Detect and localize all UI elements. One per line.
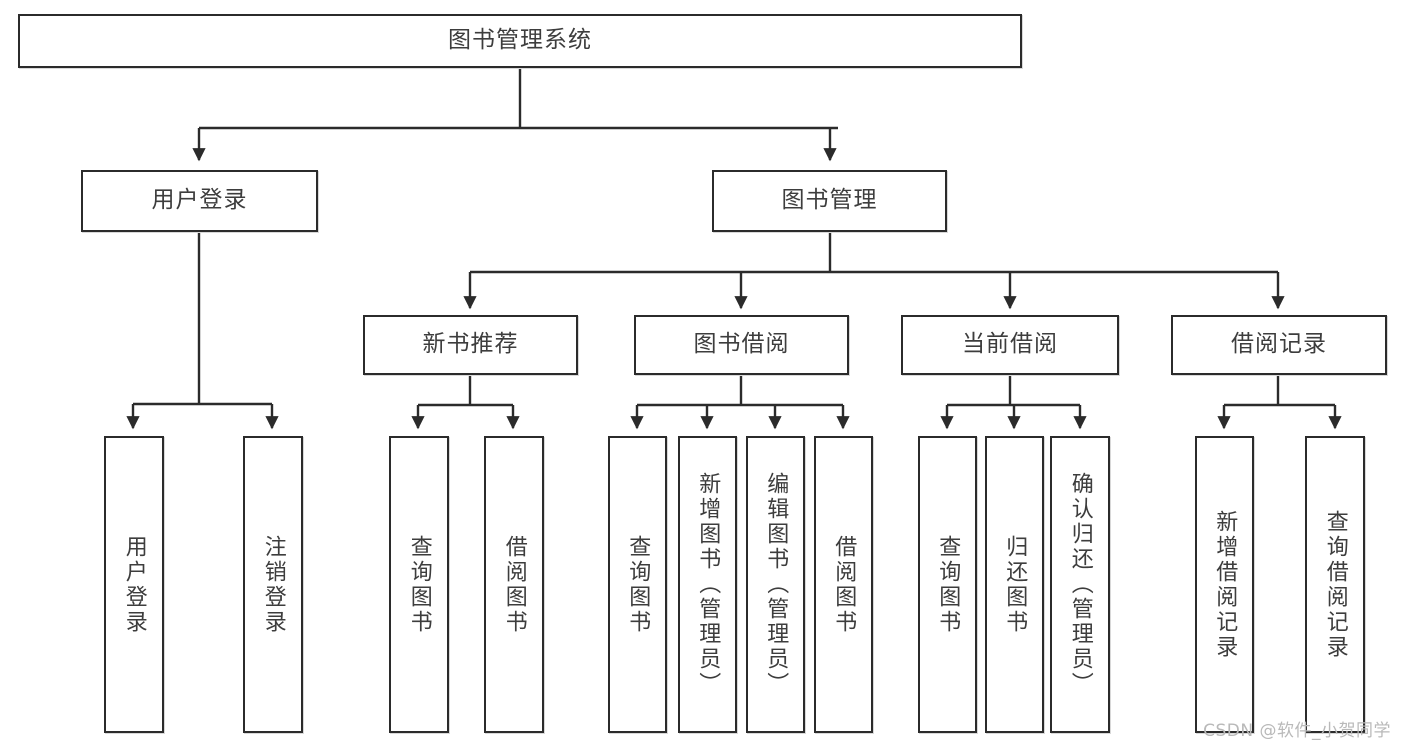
node-leaf-query-record-label: 查询借阅记录 xyxy=(1322,509,1348,660)
node-leaf-logout-label: 注销登录 xyxy=(260,534,286,635)
node-leaf-add-record-label: 新增借阅记录 xyxy=(1212,509,1238,660)
node-leaf-borrow-book-2-label: 借阅图书 xyxy=(831,534,857,635)
node-book-borrow-label: 图书借阅 xyxy=(693,331,790,358)
node-leaf-add-book[interactable]: 新增图书（管理员） xyxy=(678,436,737,733)
node-leaf-edit-book-label: 编辑图书（管理员） xyxy=(763,472,789,697)
node-leaf-return-book[interactable]: 归还图书 xyxy=(985,436,1044,733)
node-leaf-user-login-label: 用户登录 xyxy=(121,534,147,635)
node-leaf-borrow-book-2[interactable]: 借阅图书 xyxy=(814,436,873,733)
node-leaf-user-login[interactable]: 用户登录 xyxy=(104,436,164,733)
node-leaf-query-record[interactable]: 查询借阅记录 xyxy=(1305,436,1365,733)
node-book-manage-label: 图书管理 xyxy=(781,187,878,214)
node-new-book-recommend[interactable]: 新书推荐 xyxy=(363,315,578,375)
csdn-watermark: CSDN @软件_小贺同学 xyxy=(1203,721,1391,741)
node-borrow-record-label: 借阅记录 xyxy=(1231,331,1327,358)
node-leaf-query-book-3[interactable]: 查询图书 xyxy=(918,436,977,733)
node-book-borrow[interactable]: 图书借阅 xyxy=(634,315,849,375)
node-user-login-label: 用户登录 xyxy=(151,187,248,214)
node-leaf-query-book-2-label: 查询图书 xyxy=(625,534,651,635)
node-leaf-return-book-label: 归还图书 xyxy=(1002,534,1028,635)
node-leaf-query-book-3-label: 查询图书 xyxy=(935,534,961,635)
node-root-label: 图书管理系统 xyxy=(448,27,592,54)
node-current-borrow[interactable]: 当前借阅 xyxy=(901,315,1119,375)
node-leaf-borrow-book-1[interactable]: 借阅图书 xyxy=(484,436,544,733)
node-leaf-logout[interactable]: 注销登录 xyxy=(243,436,303,733)
node-leaf-query-book-1[interactable]: 查询图书 xyxy=(389,436,449,733)
node-leaf-confirm-return-label: 确认归还（管理员） xyxy=(1067,472,1093,697)
node-leaf-query-book-2[interactable]: 查询图书 xyxy=(608,436,667,733)
node-user-login[interactable]: 用户登录 xyxy=(81,170,318,232)
node-leaf-confirm-return[interactable]: 确认归还（管理员） xyxy=(1050,436,1110,733)
node-leaf-add-book-label: 新增图书（管理员） xyxy=(695,472,721,697)
node-root[interactable]: 图书管理系统 xyxy=(18,14,1022,68)
node-borrow-record[interactable]: 借阅记录 xyxy=(1171,315,1387,375)
node-new-book-recommend-label: 新书推荐 xyxy=(422,331,519,358)
node-leaf-add-record[interactable]: 新增借阅记录 xyxy=(1195,436,1254,733)
node-leaf-edit-book[interactable]: 编辑图书（管理员） xyxy=(746,436,805,733)
node-book-manage[interactable]: 图书管理 xyxy=(712,170,947,232)
node-leaf-borrow-book-1-label: 借阅图书 xyxy=(501,534,527,635)
node-current-borrow-label: 当前借阅 xyxy=(962,331,1058,358)
node-leaf-query-book-1-label: 查询图书 xyxy=(406,534,432,635)
